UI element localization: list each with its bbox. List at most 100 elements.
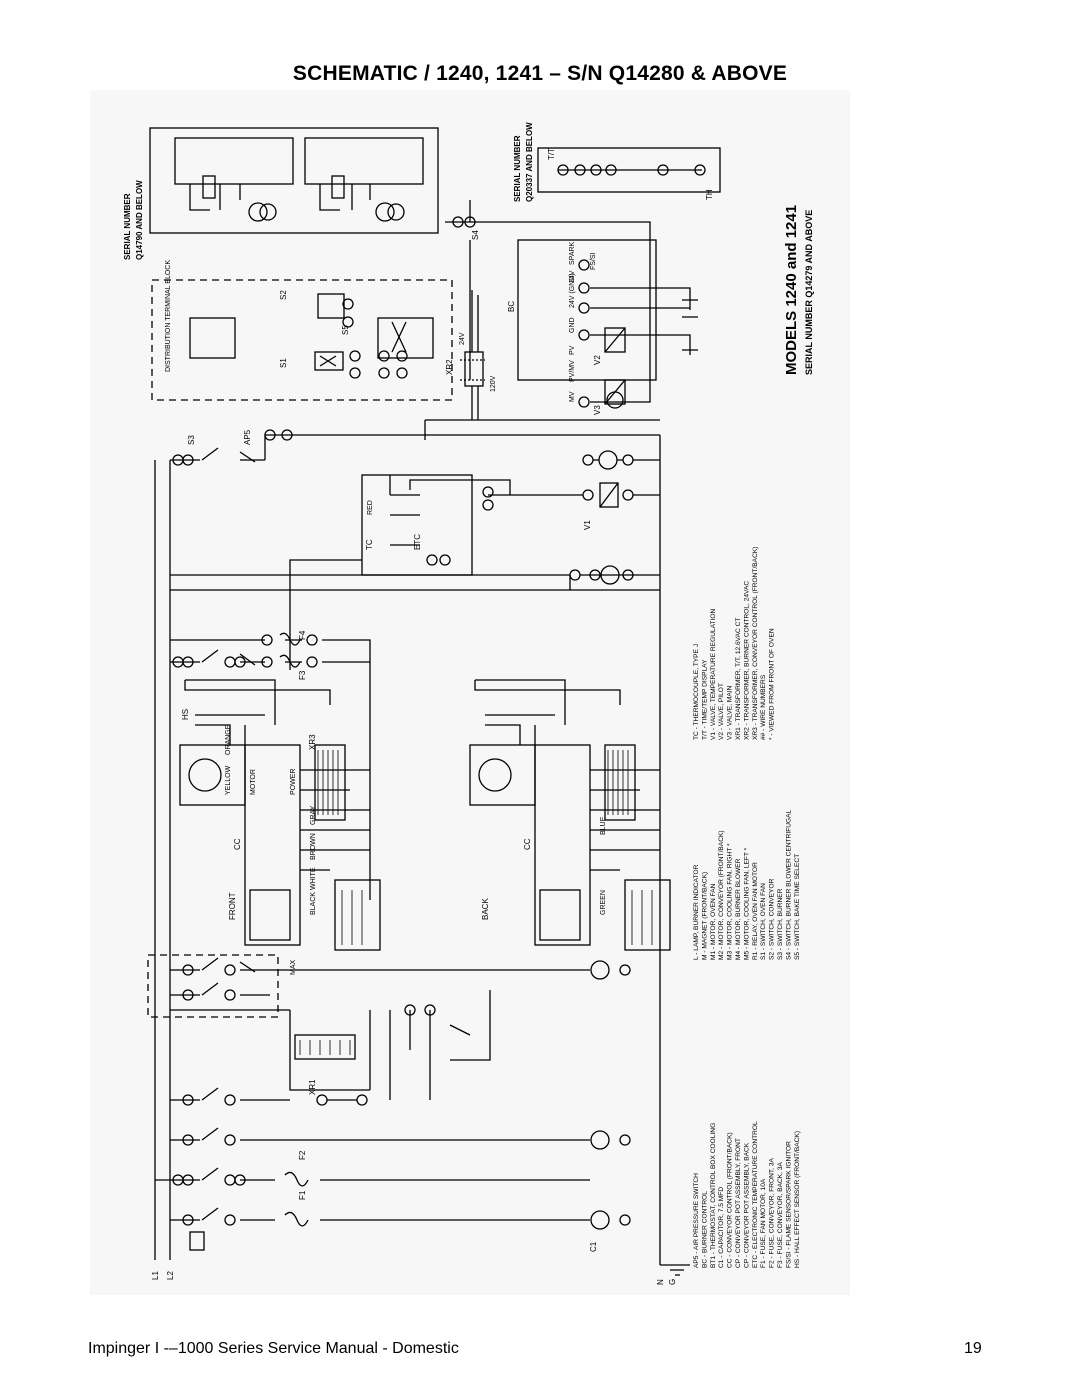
distribution-block-outline <box>151 279 453 401</box>
legend-line: L - LAMP, BURNER INDICATOR <box>693 864 700 960</box>
inset-left-caption-1: SERIAL NUMBER <box>123 193 132 260</box>
l1-label: L1 <box>151 1271 160 1280</box>
legend-line: V2 - VALVE, PILOT <box>718 683 725 740</box>
legend-line: V3 - VALVE, MAIN <box>727 685 734 740</box>
xr2-24v: 24V <box>459 332 466 345</box>
ap5-label: AP5 <box>243 429 252 445</box>
hs-label: HS <box>181 709 190 720</box>
legend-line: M1 - MOTOR, OVEN FAN <box>710 883 717 960</box>
cc-front-label: CC <box>233 838 242 850</box>
f3-label: F3 <box>298 670 307 680</box>
legend-line: XR3 - TRANSFORMER, CONVEYOR CONTROL (FRO… <box>752 547 759 740</box>
inset-left-caption-2: Q14790 AND BELOW <box>135 180 144 260</box>
legend-line: S1 - SWITCH, OVEN FAN <box>760 883 767 960</box>
blue-label: BLUE <box>600 816 607 835</box>
back-conveyor-control <box>534 744 591 946</box>
bc-spark: SPARK <box>569 241 576 265</box>
v1-label: V1 <box>583 520 592 530</box>
bc-pv: PV <box>569 345 576 355</box>
bc-label: BC <box>507 301 516 312</box>
brown-label: BROWN <box>310 833 317 860</box>
xr1-label: XR1 <box>308 1079 317 1095</box>
model-serial: SERIAL NUMBER Q14279 AND ABOVE <box>804 210 814 375</box>
s2-label: S2 <box>279 290 288 300</box>
legend-line: R1 - RELAY, OVEN FAN MOTOR <box>752 862 759 960</box>
c1-label: C1 <box>589 1241 598 1252</box>
model-heading: MODELS 1240 and 1241 <box>783 205 800 375</box>
legend-line: FS/SI - FLAME SENSOR/SPARK IGNITOR <box>785 1141 792 1268</box>
cc-back-label: CC <box>523 838 532 850</box>
front-conveyor-control <box>244 744 301 946</box>
v2-label: V2 <box>593 355 602 365</box>
legend-line: M4 - MOTOR, BURNER BLOWER <box>735 858 742 960</box>
front-label: FRONT <box>228 892 237 920</box>
inset-old-conveyor-control <box>149 127 439 234</box>
back-label: BACK <box>481 898 490 920</box>
legend-line: TC - THERMOCOUPLE, TYPE J <box>693 644 700 740</box>
legend-line: AP5 - AIR PRESSURE SWITCH <box>693 1173 700 1268</box>
legend-line: M3 - MOTOR, COOLING FAN, RIGHT * <box>727 843 734 960</box>
green-label: GREEN <box>600 890 607 915</box>
legend-line: M5 - MOTOR, COOLING FAN, LEFT * <box>743 847 750 960</box>
xr3-label: XR3 <box>308 734 317 750</box>
footer-page-number: 19 <box>964 1340 982 1357</box>
legend-line: CP - CONVEYOR POT ASSEMBLY, BACK <box>743 1142 750 1268</box>
footer-manual-title: Impinger I -–1000 Series Service Manual … <box>88 1340 459 1357</box>
yellow-label: YELLOW <box>225 765 232 795</box>
legend-line: CP - CONVEYOR POT ASSEMBLY, FRONT <box>735 1138 742 1268</box>
legend-line: C1 - CAPACITOR, 7.5 MFD <box>718 1187 725 1268</box>
legend-line: * - VIEWED FROM FRONT OF OVEN <box>769 628 776 740</box>
orange-label: ORANGE <box>225 724 232 755</box>
legend-line: HS - HALL EFFECT SENSOR (FRONT/BACK) <box>794 1131 801 1268</box>
f1-label: F1 <box>298 1190 307 1200</box>
max-label: MAX <box>290 960 297 976</box>
burner-control-box <box>517 239 657 381</box>
s5-label: S5 <box>341 325 350 335</box>
legend-line: BC - BURNER CONTROL <box>701 1191 708 1268</box>
tc-label: TC <box>365 539 374 550</box>
legend-line: S2 - SWITCH, CONVEYOR <box>769 878 776 960</box>
legend-line: S4 - SWITCH, BURNER BLOWER CENTRIFUGAL <box>785 809 792 960</box>
inset-tt-old <box>537 147 721 193</box>
bc-24v: 24V <box>569 270 576 283</box>
white-label: WHITE <box>310 867 317 890</box>
bc-24vgnd: 24V (GND) <box>569 273 576 308</box>
f2-label: F2 <box>298 1150 307 1160</box>
bc-mv: MV <box>569 391 576 402</box>
xr2-label: XR2 <box>445 359 454 375</box>
legend-line: F3 - FUSE, CONVEYOR, BACK, 3A <box>777 1162 784 1268</box>
legend-line: XR1 - TRANSFORMER, T/T, 12.6VAC CT <box>735 618 742 740</box>
bc-gnd: GND <box>569 317 576 333</box>
inset-right-th: TH <box>705 189 714 200</box>
motor-label: MOTOR <box>250 769 257 795</box>
bc-fs: FS/SI <box>590 252 597 270</box>
legend-line: S3 - SWITCH, BURNER <box>777 888 784 960</box>
legend-line: T/T - TIME/TEMP DISPLAY <box>701 659 708 740</box>
f4-label: F4 <box>298 630 307 640</box>
xr2-120v: 120V <box>490 375 497 392</box>
s4-label: S4 <box>471 230 480 240</box>
v3-label: V3 <box>593 405 602 415</box>
legend-line: ## - WIRE NUMBERS <box>760 674 767 740</box>
legend-line: S5 - SWITCH, BAKE TIME SELECT <box>794 854 801 960</box>
bc-pvmv: PV/MV <box>569 360 576 382</box>
inset-right-caption-2: Q20337 AND BELOW <box>525 122 534 202</box>
power-label: POWER <box>290 769 297 795</box>
wiring-schematic: SERIAL NUMBER Q14790 AND BELOW SERIAL NU… <box>90 90 850 1295</box>
legend-line: M2 - MOTOR, CONVEYOR (FRONT/BACK) <box>718 830 725 960</box>
etc-label: ETC <box>413 534 422 550</box>
n-label: N <box>656 1279 665 1285</box>
legend-line: XR2 - TRANSFORMER, BURNER CONTROL, 24VAC <box>743 581 750 740</box>
black-label: BLACK <box>310 892 317 915</box>
g-label: G <box>668 1279 677 1285</box>
legend-line: ETC - ELECTRONIC TEMPERATURE CONTROL <box>752 1121 759 1268</box>
legend-line: BT1 - THERMOSTAT, CONTROL BOX COOLING <box>710 1123 717 1268</box>
page-title: SCHEMATIC / 1240, 1241 – S/N Q14280 & AB… <box>292 62 788 85</box>
red-label: RED <box>367 500 374 515</box>
legend-line: M - MAGNET (FRONT/BACK) <box>701 872 708 960</box>
legend-line: F2 - FUSE, CONVEYOR, FRONT, 3A <box>769 1157 776 1268</box>
s3-label: S3 <box>187 435 196 445</box>
